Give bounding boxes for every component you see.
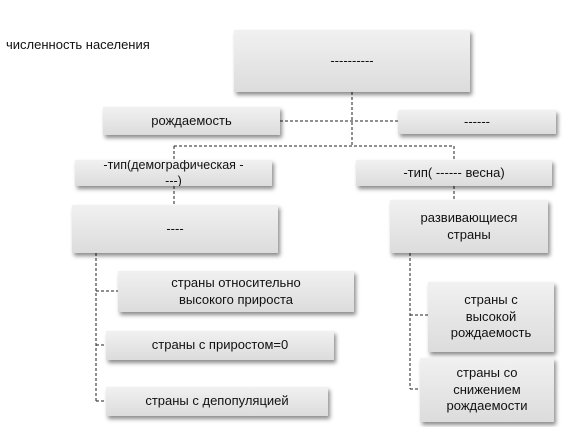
type-left-node: -тип(демографическая - ---) xyxy=(75,160,272,186)
branch-birth-rate: рождаемость xyxy=(103,107,280,135)
right-item-high-birth: страны с высокой рождаемость xyxy=(428,282,554,352)
left-item-high-growth: страны относительно высокого прироста xyxy=(118,271,354,312)
left-item-depopulation: страны с депопуляцией xyxy=(106,387,328,416)
left-item-zero-growth: страны с приростом=0 xyxy=(106,331,334,360)
right-item-declining-birth: страны со снижением рождаемости xyxy=(420,358,554,422)
branch-right: ------ xyxy=(398,110,556,134)
left-sub-node: ---- xyxy=(72,205,278,253)
type-right-node: -тип( ------ весна) xyxy=(356,160,552,186)
right-sub-node: развивающиеся страны xyxy=(390,200,548,253)
root-node: ---------- xyxy=(234,30,470,92)
page-title: численность населения xyxy=(6,37,150,52)
